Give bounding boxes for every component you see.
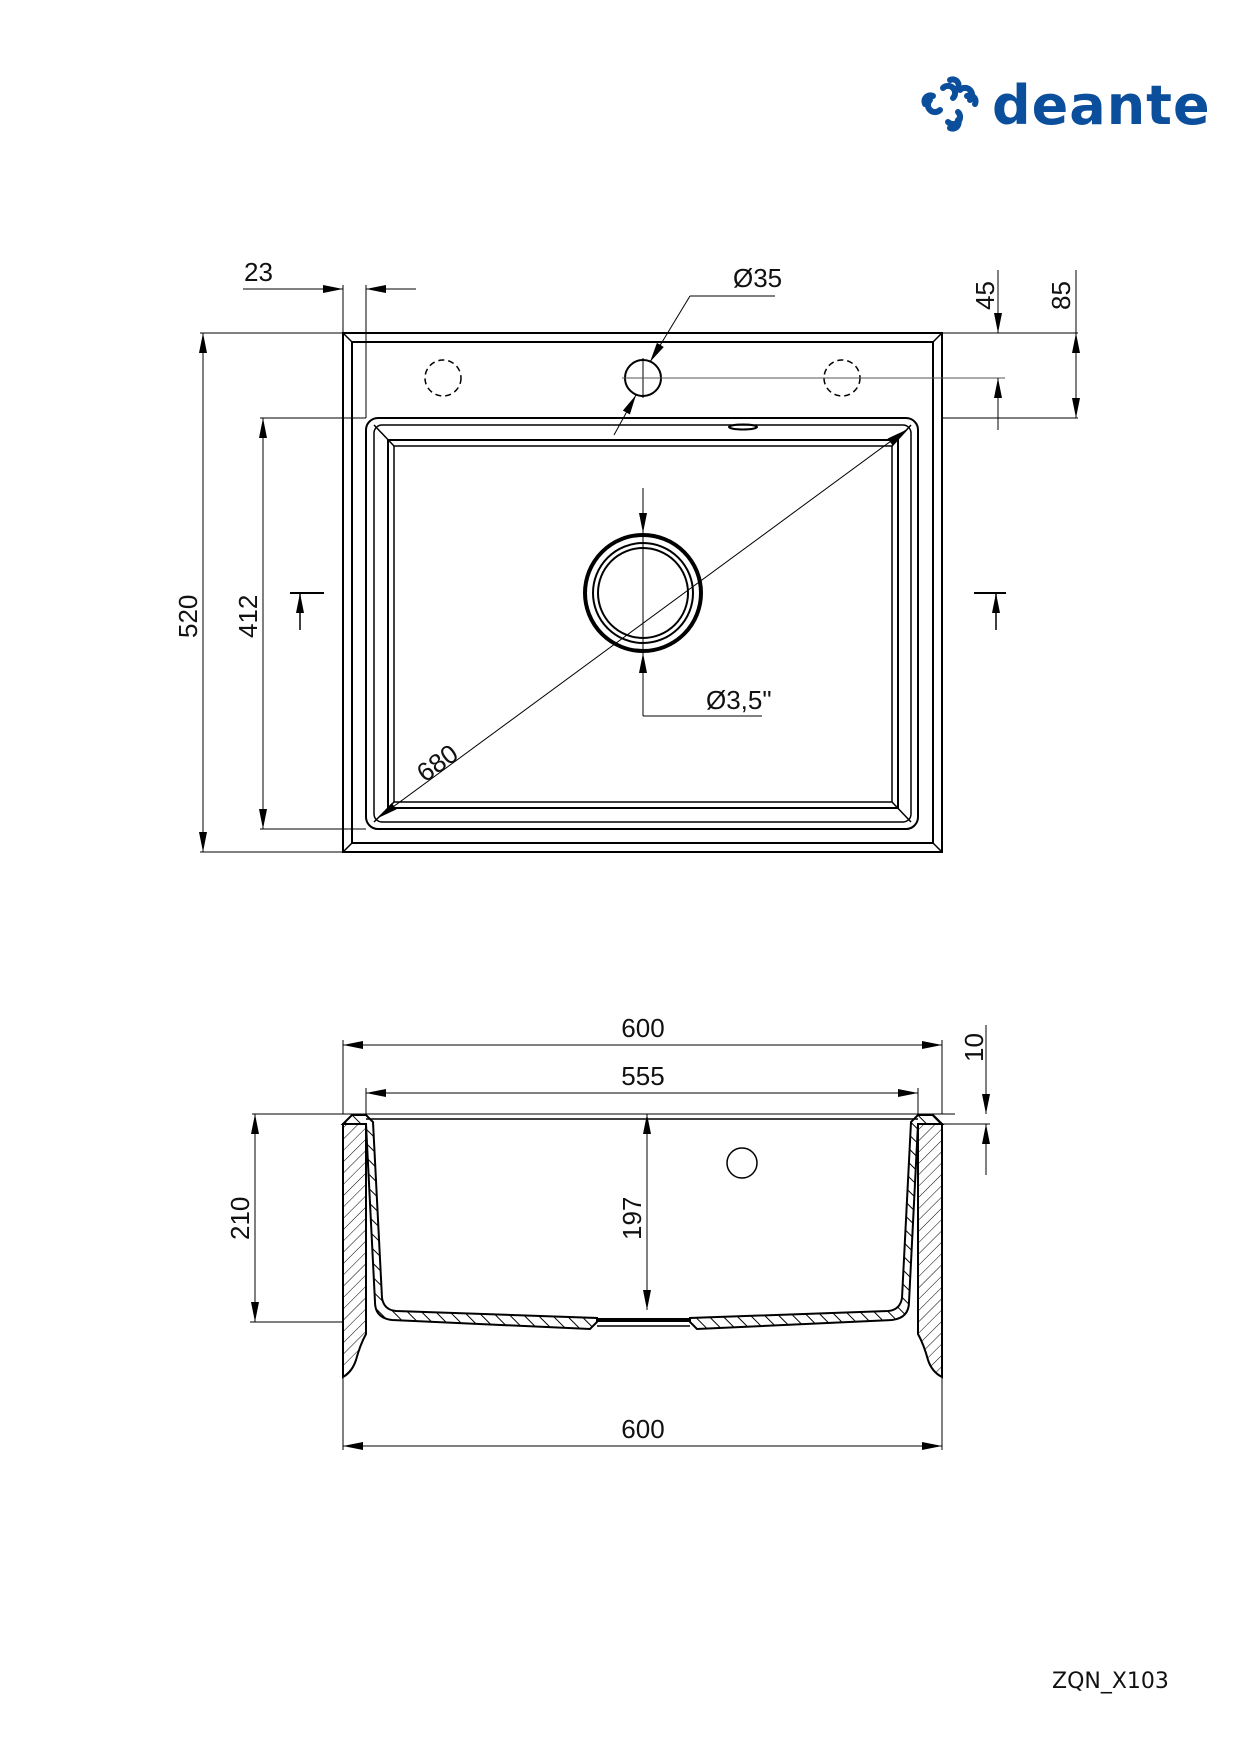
overflow-hole	[726, 1147, 758, 1179]
dim-rim-offset: 23	[244, 257, 273, 287]
optional-tap-hole-left	[424, 359, 462, 397]
product-code: ZQN_X103	[1052, 1669, 1169, 1694]
deante-logo: deante	[921, 74, 1211, 137]
dim-basin-inner-depth: 197	[617, 1197, 647, 1240]
logo-mark-icon	[921, 76, 979, 132]
dim-rim-thickness: 10	[959, 1033, 989, 1062]
dim-tap-hole-diameter: Ø35	[733, 263, 782, 293]
dim-overall-depth: 520	[173, 595, 203, 638]
dim-drain-diameter: Ø3,5"	[706, 685, 772, 715]
dim-overall-width: 600	[621, 1013, 664, 1043]
dim-basin-depth: 412	[233, 595, 263, 638]
brand-name: deante	[992, 74, 1211, 137]
dim-overall-height: 210	[225, 1197, 255, 1240]
dim-bottom-width: 600	[621, 1414, 664, 1444]
section-view	[250, 1025, 990, 1450]
dim-basin-from-edge: 85	[1046, 281, 1076, 310]
dim-basin-width: 555	[621, 1061, 664, 1091]
dim-diagonal: 680	[411, 738, 464, 788]
section-view-labels: 600 555 10 210 197 600	[225, 1013, 989, 1444]
top-view-labels: 23 Ø35 45 85 520 412 680 Ø3,5"	[173, 257, 1076, 788]
overflow-slot	[728, 423, 758, 431]
top-view	[199, 270, 1080, 853]
dim-tap-hole-from-edge: 45	[970, 281, 1000, 310]
